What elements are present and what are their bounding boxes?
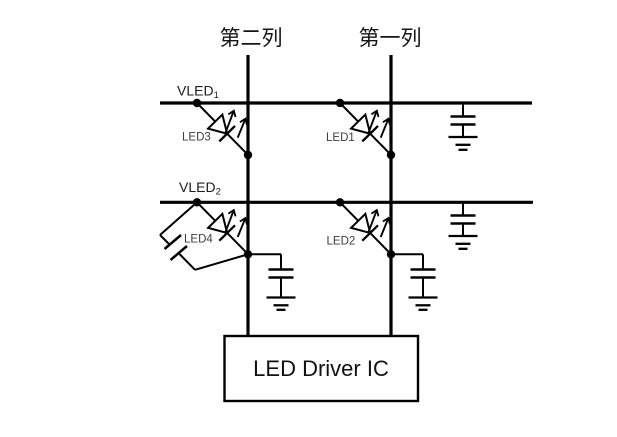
vled2-label: VLED2 — [179, 179, 221, 198]
ground-icon — [266, 296, 296, 311]
led2-label: LED2 — [327, 236, 356, 248]
column2-label: 第二列 — [220, 27, 283, 50]
junction-dot — [335, 198, 345, 207]
led4-node-capacitor — [250, 253, 296, 311]
led4-parallel-capacitor — [159, 201, 249, 271]
vled1-label: VLED1 — [177, 83, 219, 102]
capacitor-icon — [163, 234, 182, 250]
driver-ic-label: LED Driver IC — [253, 356, 389, 381]
driver-ic-box — [223, 334, 420, 403]
ground-icon — [448, 135, 478, 151]
column1-label: 第一列 — [359, 27, 422, 50]
rail2-bypass-capacitor — [448, 203, 478, 250]
led1-label: LED1 — [326, 132, 355, 144]
led3-label: LED3 — [182, 132, 211, 144]
junction-dot — [243, 150, 253, 160]
rail1-bypass-capacitor — [448, 104, 478, 151]
junction-dot — [386, 250, 396, 259]
junction-dot — [386, 150, 396, 160]
ground-icon — [408, 296, 438, 311]
junction-dot — [335, 98, 345, 108]
ground-icon — [448, 234, 478, 250]
led4-label: LED4 — [184, 234, 213, 246]
junction-dots — [192, 98, 396, 259]
led2-node-capacitor — [393, 253, 438, 311]
junction-dot — [192, 98, 202, 108]
